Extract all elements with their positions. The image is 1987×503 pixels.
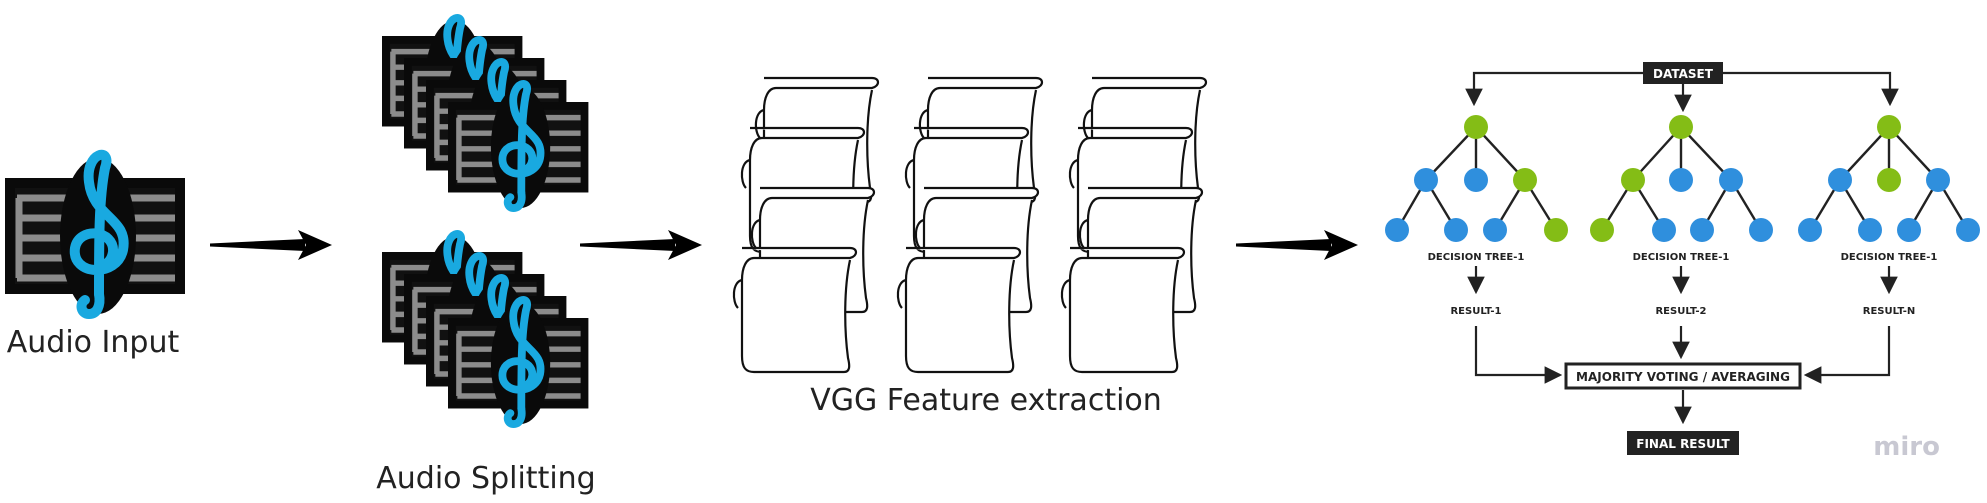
result-2-label: RESULT-2 [1655,306,1706,317]
tree-1-label: DECISION TREE-1 [1428,252,1525,263]
right-arrow-icon [210,230,332,260]
decision-tree-3 [1798,115,1980,242]
miro-watermark: miro [1873,432,1940,462]
audio-split-top-icon [382,18,588,208]
final-result-label: FINAL RESULT [1636,437,1730,451]
voting-box [1564,362,1802,390]
dataset-label: DATASET [1653,67,1714,81]
audio-input-label: Audio Input [7,325,180,360]
right-arrow-icon [1236,230,1358,260]
voting-label: MAJORITY VOTING / AVERAGING [1576,370,1790,384]
tree-2-label: DECISION TREE-1 [1633,252,1730,263]
audio-split-bottom-icon [382,234,588,424]
final-result-box [1627,431,1739,455]
decision-tree-2 [1590,115,1773,242]
audio-splitting-label: Audio Splitting [376,461,595,496]
dataset-box [1643,62,1723,84]
result-n-label: RESULT-N [1863,306,1915,317]
random-forest-diagram: DATASET [1385,62,1980,455]
feature-maps-icon [734,78,1206,372]
vgg-label: VGG Feature extraction [810,383,1162,418]
result-1-label: RESULT-1 [1450,306,1501,317]
audio-input-icon [5,155,185,314]
decision-tree-1 [1385,115,1568,242]
tree-3-label: DECISION TREE-1 [1841,252,1938,263]
right-arrow-icon [580,230,702,260]
